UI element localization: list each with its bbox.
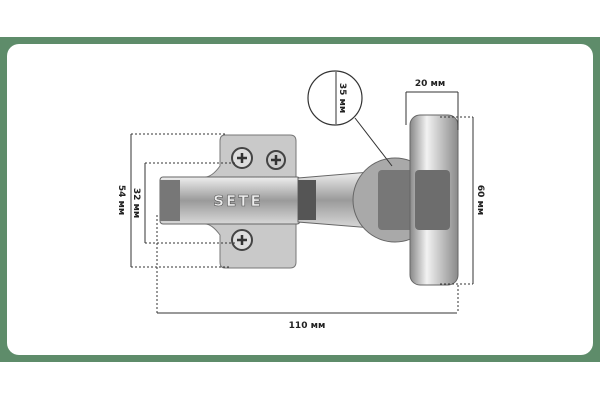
dim-plate-height: 54 мм bbox=[116, 185, 126, 215]
dim-cup-diameter: 35 мм bbox=[337, 83, 347, 113]
dim-overall-length: 110 мм bbox=[289, 321, 326, 331]
screw-icon bbox=[231, 229, 253, 251]
dim-door-plate-width: 20 мм bbox=[415, 79, 445, 89]
cup-body bbox=[378, 170, 418, 230]
cup-center bbox=[415, 170, 450, 230]
dim-hole-spacing: 32 мм bbox=[131, 188, 141, 218]
dim-door-plate-height: 60 мм bbox=[475, 185, 485, 215]
brand-logo: SETE bbox=[213, 192, 263, 210]
dimension-lines bbox=[130, 70, 474, 314]
arm-joint bbox=[298, 180, 316, 220]
screw-icon bbox=[266, 150, 286, 170]
arm-end bbox=[160, 180, 180, 221]
screw-icon bbox=[231, 147, 253, 169]
